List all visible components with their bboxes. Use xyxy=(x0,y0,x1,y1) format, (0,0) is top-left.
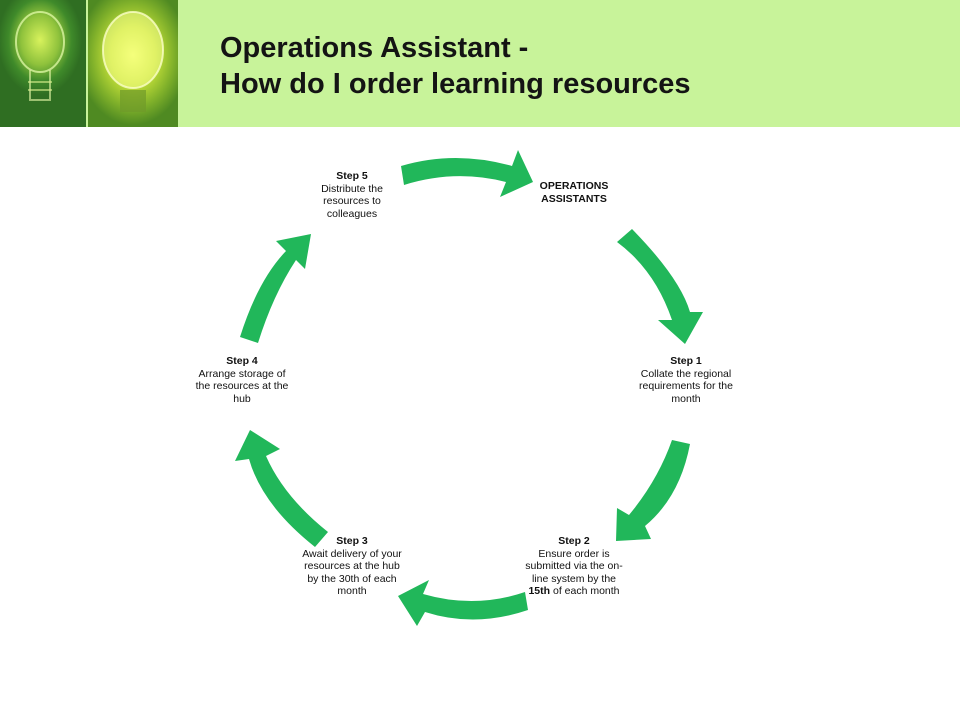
page-title: Operations Assistant - How do I order le… xyxy=(220,30,691,102)
step-2-description-part-2: of each month xyxy=(550,585,620,597)
step-3-description: Await delivery of your resources at the … xyxy=(302,547,402,598)
step-1-label: Step 1 xyxy=(670,355,702,367)
cycle-arrow-3 xyxy=(616,440,690,541)
step-2-description-bold: 15th xyxy=(528,585,551,597)
step-4-label: Step 4 xyxy=(226,355,258,367)
cycle-arrow-2 xyxy=(617,229,703,344)
node-step-1: Step 1 Collate the regional requirements… xyxy=(636,355,736,405)
cycle-arrow-1 xyxy=(401,150,533,197)
step-2-label: Step 2 xyxy=(558,535,590,547)
cycle-arrow-4 xyxy=(398,580,528,626)
cycle-arrow-5 xyxy=(235,430,328,547)
step-1-description: Collate the regional requirements for th… xyxy=(639,367,733,405)
step-5-description: Distribute the resources to colleagues xyxy=(321,182,383,220)
step-3-label: Step 3 xyxy=(336,535,368,547)
node-operations-assistants-label: OPERATIONS ASSISTANTS xyxy=(539,180,609,205)
lightbulb-image-left xyxy=(0,0,86,127)
step-2-description-part-1: Ensure order is submitted via the on-lin… xyxy=(525,547,623,585)
title-line-2: How do I order learning resources xyxy=(220,68,691,100)
step-5-label: Step 5 xyxy=(336,170,368,182)
lightbulb-image-right xyxy=(88,0,178,127)
node-step-3: Step 3 Await delivery of your resources … xyxy=(301,535,403,598)
node-operations-assistants: OPERATIONS ASSISTANTS xyxy=(524,180,624,205)
node-step-2: Step 2 Ensure order is submitted via the… xyxy=(520,535,628,598)
step-2-description: Ensure order is submitted via the on-lin… xyxy=(520,548,628,598)
node-step-5: Step 5 Distribute the resources to colle… xyxy=(308,170,396,220)
step-4-description: Arrange storage of the resources at the … xyxy=(195,367,289,405)
node-step-4: Step 4 Arrange storage of the resources … xyxy=(192,355,292,405)
cycle-arrow-6 xyxy=(240,234,311,343)
title-line-1: Operations Assistant - xyxy=(220,32,529,64)
